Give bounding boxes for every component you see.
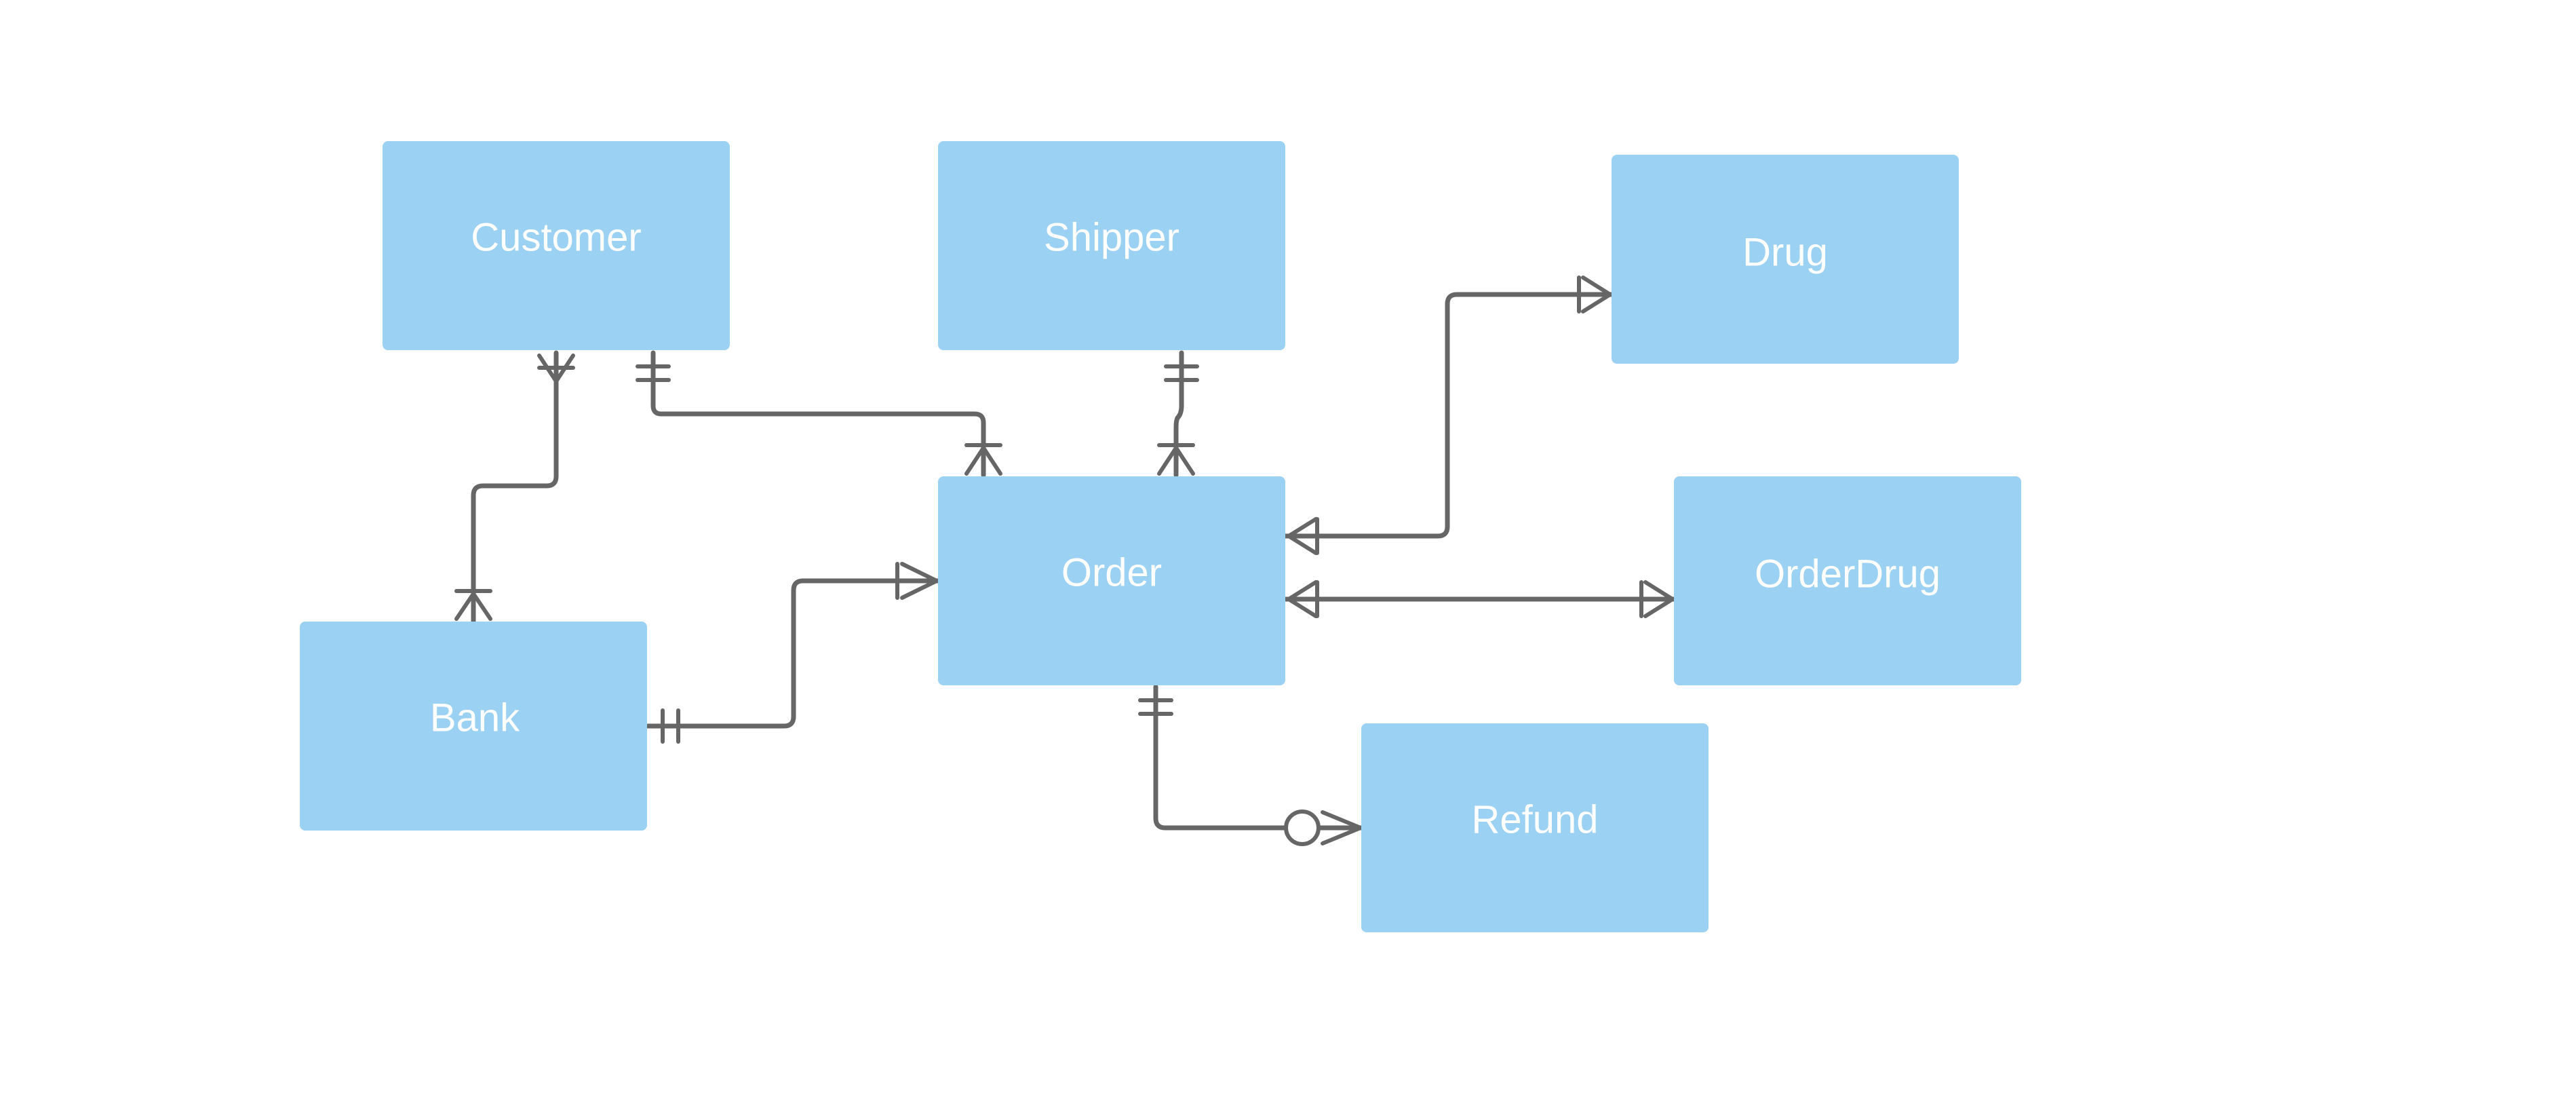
relationship-order-drug[interactable] [1283, 275, 1614, 555]
relationship-order-orderdrug[interactable] [1283, 580, 1677, 618]
entity-refund[interactable]: Refund [1361, 723, 1709, 932]
entity-label: Order [1061, 550, 1162, 594]
crowsfoot-one-or-many-customer-end [537, 354, 575, 383]
one-and-only-one-customer-end [636, 364, 671, 382]
crowsfoot-one-or-many-order-end [1287, 517, 1319, 555]
entity-drug[interactable]: Drug [1612, 155, 1959, 364]
crowsfoot-one-or-many-order-end [1157, 443, 1195, 476]
entity-customer[interactable]: Customer [383, 141, 730, 350]
entity-shipper[interactable]: Shipper [938, 141, 1285, 350]
entity-bank[interactable]: Bank [300, 622, 647, 831]
relationship-line[interactable] [1153, 684, 1365, 831]
crowsfoot-one-or-many-order-end [964, 443, 1002, 476]
entity-label: Shipper [1044, 215, 1179, 259]
entity-label: Drug [1742, 230, 1828, 274]
entity-order[interactable]: Order [938, 476, 1285, 685]
crowsfoot-one-or-many-orderdrug-end [1639, 580, 1675, 618]
relationship-line[interactable] [645, 578, 941, 729]
relationship-line[interactable] [1283, 292, 1614, 539]
relationship-line[interactable] [1173, 350, 1184, 478]
relationship-customer-order[interactable] [636, 350, 1002, 478]
entity-label: Bank [430, 696, 520, 740]
crowsfoot-one-or-many-bank-end [454, 589, 492, 621]
relationship-shipper-order[interactable] [1157, 350, 1199, 478]
one-and-only-one-shipper-end [1164, 364, 1199, 382]
crowsfoot-zero-or-many-refund-end [1284, 810, 1363, 846]
entity-label: Refund [1471, 797, 1598, 841]
one-and-only-one-bank-end [661, 708, 680, 744]
relationship-customer-bank[interactable] [454, 350, 575, 624]
crowsfoot-one-or-many-order-end [895, 562, 939, 600]
entity-orderdrug[interactable]: OrderDrug [1674, 476, 2021, 685]
entity-label: OrderDrug [1755, 552, 1940, 596]
relationship-bank-order[interactable] [645, 562, 941, 744]
crowsfoot-one-or-many-order-end [1287, 580, 1319, 618]
one-and-only-one-order-end [1138, 698, 1173, 716]
entity-label: Customer [471, 215, 641, 259]
crowsfoot-one-or-many-drug-end [1577, 275, 1612, 313]
relationship-line[interactable] [650, 350, 986, 478]
relationship-line[interactable] [471, 350, 559, 624]
relationship-order-refund[interactable] [1138, 684, 1365, 846]
